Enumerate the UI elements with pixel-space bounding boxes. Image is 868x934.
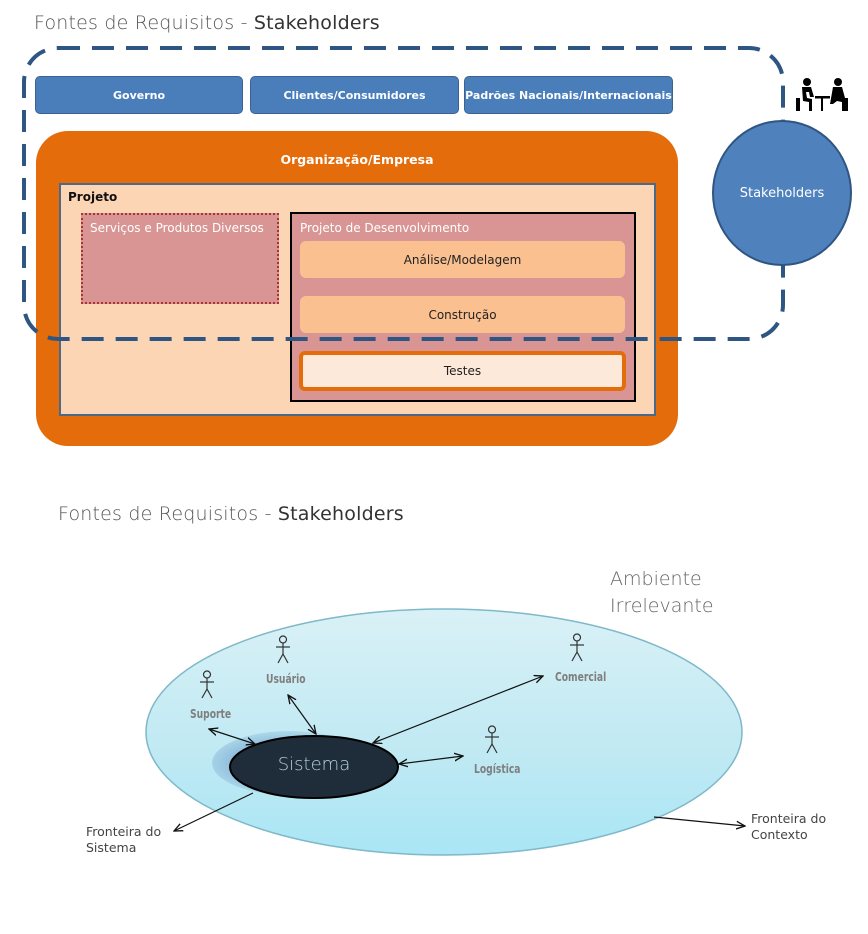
irrelevant-environment-label: Ambiente Irrelevante — [610, 566, 714, 620]
stakeholders-circle: Stakeholders — [712, 120, 852, 266]
box-clients: Clientes/Consumidores — [250, 76, 459, 114]
slide2-title: Fontes de Requisitos - Stakeholders — [58, 503, 404, 525]
arrow-comercial — [373, 676, 543, 743]
system-label: Sistema — [277, 754, 351, 775]
services-label: Serviços e Produtos Diversos — [90, 221, 264, 235]
dev-project-label: Projeto de Desenvolvimento — [300, 221, 470, 235]
ambient-line2: Irrelevante — [610, 595, 714, 617]
slide1-title-bold: Stakeholders — [253, 12, 380, 34]
stick-figure-usuario-icon — [276, 635, 290, 664]
actor-label-comercial: Comercial — [555, 670, 607, 684]
slide2-title-bold: Stakeholders — [277, 503, 404, 525]
box-government: Governo — [35, 76, 243, 114]
stick-figure-comercial-icon — [570, 633, 584, 662]
context-boundary-line2: Contexto — [751, 827, 808, 842]
arrow-suporte — [209, 729, 255, 744]
system-boundary-note: Fronteira do Sistema — [86, 824, 161, 856]
stick-figure-logistica-icon — [485, 725, 499, 754]
context-boundary-note: Fronteira do Contexto — [751, 811, 826, 843]
context-boundary-ellipse — [145, 608, 743, 856]
arrow-usuario — [288, 695, 316, 734]
stick-figure-suporte-icon — [200, 670, 214, 699]
phase-analysis: Análise/Modelagem — [300, 241, 625, 278]
slide1-title-prefix: Fontes de Requisitos - — [34, 12, 254, 34]
box-standards: Padrões Nacionais/Internacionais — [464, 76, 673, 114]
context-boundary-line1: Fronteira do — [751, 811, 827, 826]
ambient-line1: Ambiente — [610, 568, 702, 590]
context-diagram — [145, 608, 868, 856]
people-at-desk-icon — [796, 78, 848, 111]
phase-tests: Testes — [299, 351, 626, 391]
phase-construction: Construção — [300, 296, 625, 333]
organization-label: Organização/Empresa — [280, 152, 434, 167]
actor-label-suporte: Suporte — [190, 707, 232, 721]
actor-label-usuario: Usuário — [266, 672, 306, 686]
pointer-system-boundary — [174, 792, 254, 831]
arrow-logistica — [399, 756, 463, 764]
slide1-title: Fontes de Requisitos - Stakeholders — [34, 12, 380, 34]
system-boundary-line1: Fronteira do — [86, 824, 162, 839]
slide2-title-prefix: Fontes de Requisitos - — [58, 503, 278, 525]
system-boundary-line2: Sistema — [86, 840, 137, 855]
services-box — [81, 213, 279, 304]
actor-label-logistica: Logística — [474, 762, 521, 776]
project-label: Projeto — [68, 190, 118, 204]
pointer-context-boundary — [653, 816, 745, 826]
